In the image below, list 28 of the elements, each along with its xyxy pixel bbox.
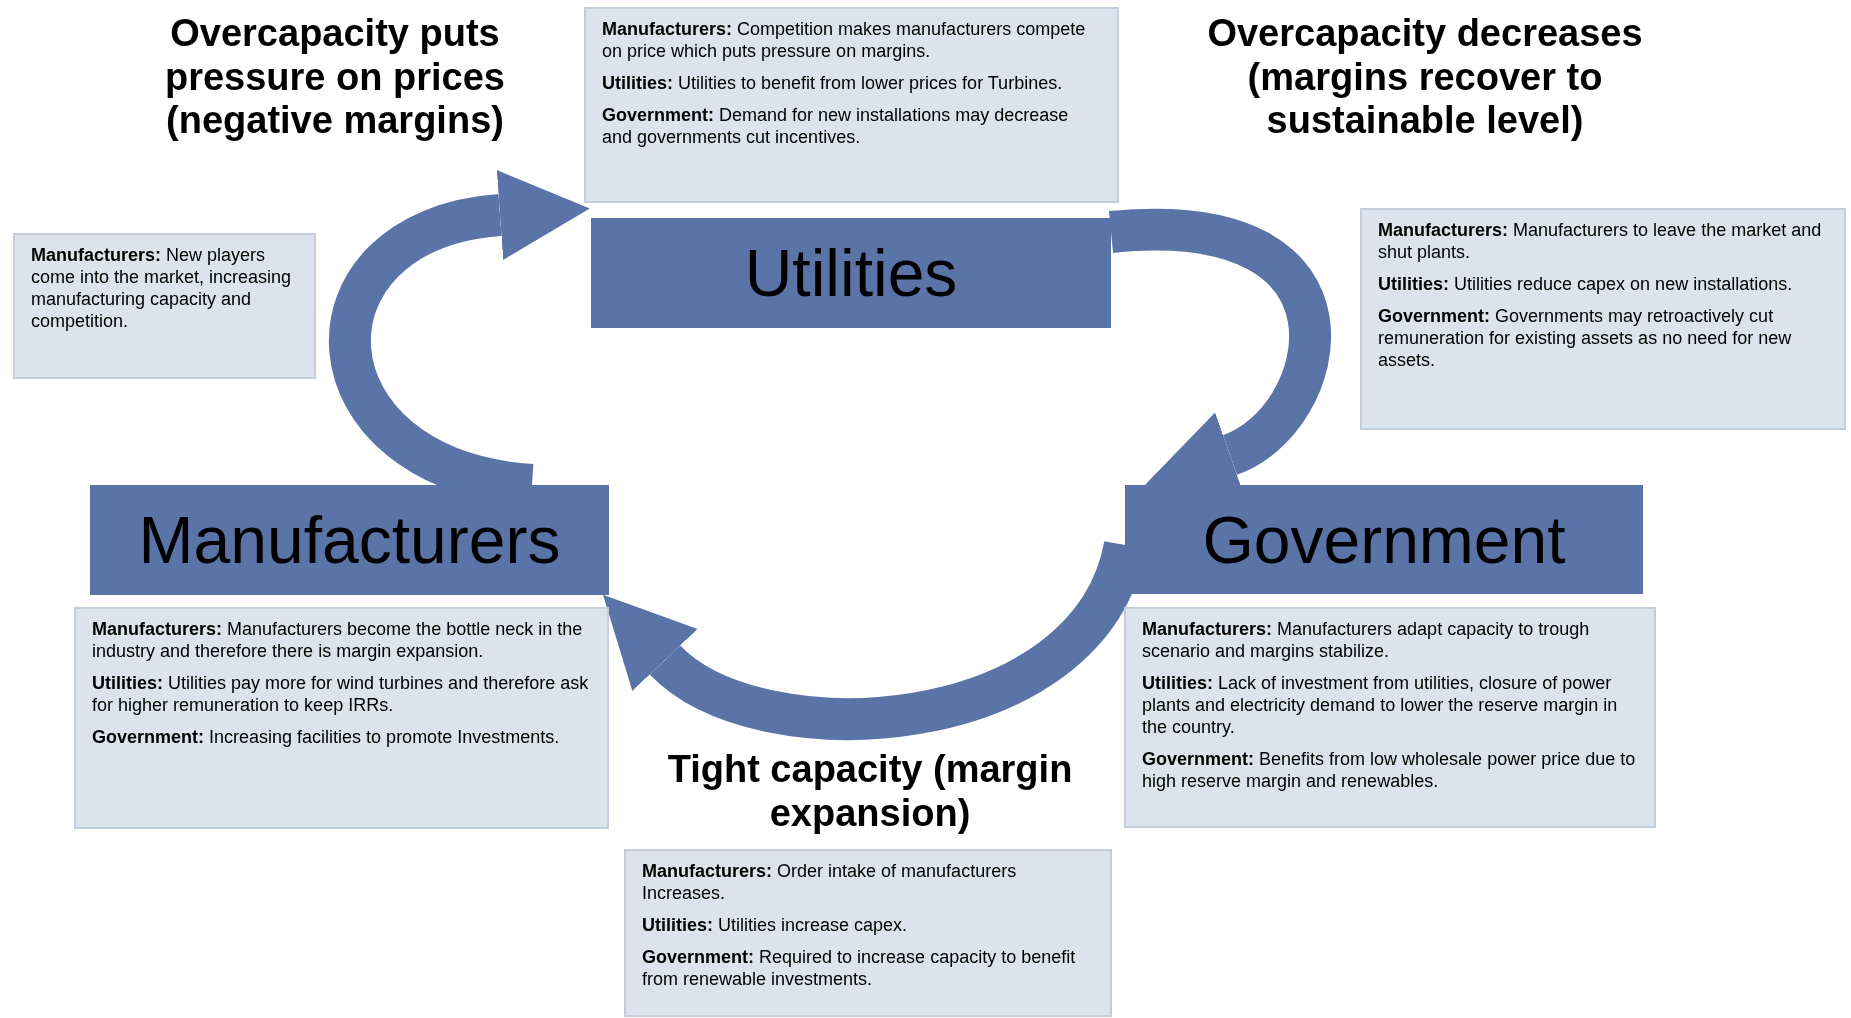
info-panel — [1360, 208, 1846, 430]
info-panel — [74, 607, 609, 829]
phase-heading: Tight capacity (margin expansion) — [666, 748, 1074, 836]
info-text: Utilities: Utilities to benefit from lower prices for Turbines. — [602, 72, 1064, 95]
info-text: Manufacturers: Order intake of manufacturers Increases. — [642, 861, 1018, 905]
info-text: Manufacturers: Manufacturers adapt capacity to trough scenario and margins stabilize. — [1142, 619, 1591, 663]
phase-heading: Overcapacity puts pressure on prices (negative margins) — [163, 12, 506, 144]
info-text: Manufacturers: Manufacturers become the bottle neck in the industry and therefore there is margin expansion. — [92, 619, 584, 663]
info-text: Government: Increasing facilities to promote Investments. — [92, 726, 561, 749]
stakeholder-box: Utilities — [591, 218, 1111, 328]
phase-heading: Overcapacity decreases (margins recover to sustainable level) — [1206, 12, 1644, 144]
info-panel — [584, 7, 1119, 203]
stakeholder-box: Manufacturers — [90, 485, 609, 595]
info-text: Government: Required to increase capacity to benefit from renewable investments. — [642, 946, 1077, 991]
info-text: Government: Governments may retroactively cut remuneration for existing assets as no need for new assets. — [1378, 305, 1793, 372]
info-panel — [624, 849, 1112, 1017]
info-panel — [1124, 607, 1656, 828]
info-text: Manufacturers: Competition makes manufacturers compete on price which puts pressure on margins. — [602, 19, 1087, 63]
info-text: Utilities: Utilities reduce capex on new installations. — [1378, 273, 1794, 296]
info-text: Manufacturers: New players come into the market, increasing manufacturing capacity and competition. — [31, 245, 293, 333]
info-text: Utilities: Utilities increase capex. — [642, 914, 909, 937]
info-text: Government: Demand for new installations may decrease and governments cut incentives. — [602, 104, 1070, 149]
info-text: Manufacturers: Manufacturers to leave the market and shut plants. — [1378, 220, 1823, 264]
info-panel — [13, 233, 316, 379]
info-text: Utilities: Utilities pay more for wind turbines and therefore ask for higher remuneration to keep IRRs. — [92, 672, 590, 717]
info-text: Government: Benefits from low wholesale power price due to high reserve margin and renewables. — [1142, 748, 1637, 793]
info-text: Utilities: Lack of investment from utilities, closure of power plants and electricity demand to lower the reserve margin in the country. — [1142, 672, 1619, 739]
stakeholder-box: Government — [1125, 485, 1643, 594]
